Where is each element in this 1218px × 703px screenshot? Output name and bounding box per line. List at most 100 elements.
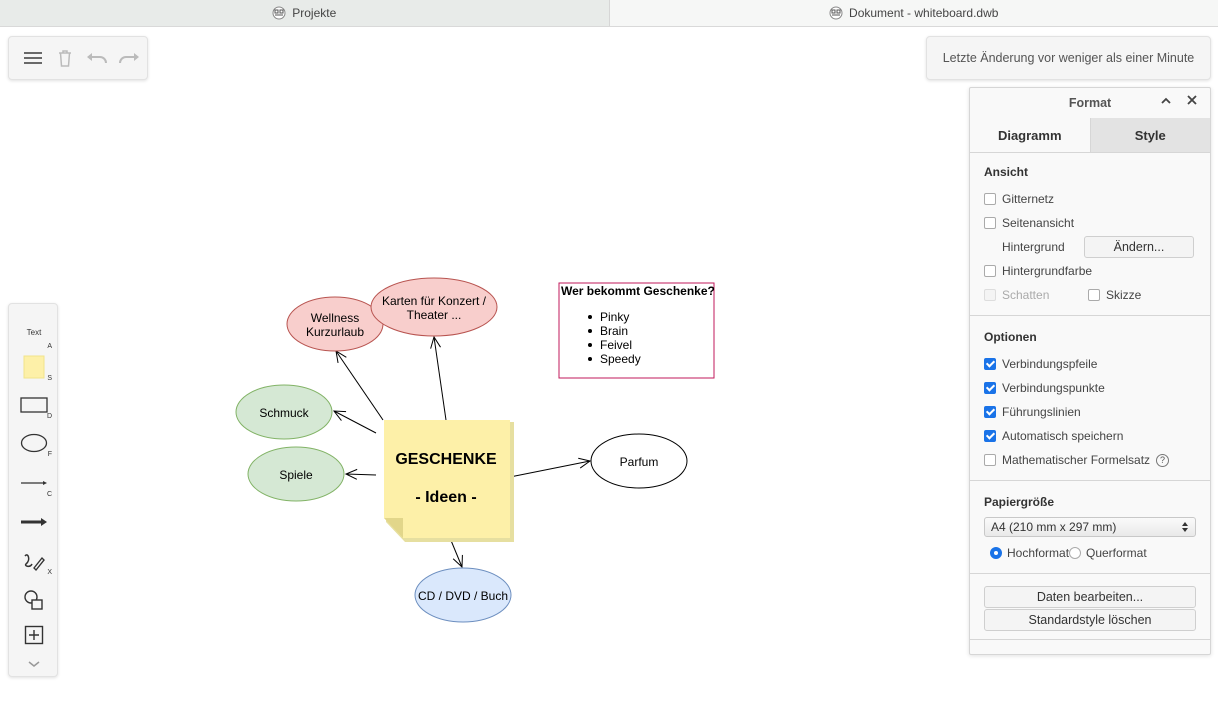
note-item: Brain: [600, 324, 628, 338]
daten-bearbeiten-button[interactable]: Daten bearbeiten...: [984, 586, 1196, 608]
tab-dokument-label: Dokument - whiteboard.dwb: [849, 6, 999, 20]
hintergrundfarbe-checkbox[interactable]: [984, 265, 996, 277]
shapes-icon: [24, 590, 43, 610]
delete-button[interactable]: [53, 46, 77, 70]
verbindungspunkte-checkbox[interactable]: [984, 382, 996, 394]
ellipse-cd-dvd-buch[interactable]: CD / DVD / Buch: [414, 567, 512, 623]
karten-label-line1: Karten für Konzert /: [382, 294, 487, 308]
orientation-options: Hochformat Querformat: [984, 541, 1196, 565]
tab-diagramm-label: Diagramm: [997, 127, 1062, 143]
karten-label-line2: Theater ...: [407, 308, 462, 322]
close-panel-button[interactable]: [1186, 94, 1198, 109]
menu-button[interactable]: [21, 46, 45, 70]
paper-size-value: A4 (210 mm x 297 mm): [991, 520, 1117, 534]
collapse-panel-button[interactable]: [1160, 94, 1172, 109]
format-panel: Format Diagramm Style Ansicht Gitternetz…: [969, 87, 1211, 655]
aendern-button-label: Ändern...: [1113, 240, 1165, 254]
text-box-empfaenger[interactable]: Wer bekommt Geschenke? Pinky Brain Feive…: [558, 282, 715, 379]
gitternetz-checkbox[interactable]: [984, 193, 996, 205]
save-status[interactable]: Letzte Änderung vor weniger als einer Mi…: [926, 36, 1211, 80]
automatisch-speichern-checkbox[interactable]: [984, 430, 996, 442]
section-papier-title: Papiergröße: [984, 495, 1055, 509]
seitenansicht-checkbox[interactable]: [984, 217, 996, 229]
thick-arrow-tool[interactable]: [9, 505, 59, 539]
plus-square-icon: [24, 625, 44, 645]
hintergrundfarbe-label: Hintergrundfarbe: [1002, 264, 1093, 278]
tab-projekte[interactable]: Projekte: [0, 0, 610, 26]
connector-cd[interactable]: [449, 537, 463, 569]
spiele-label: Spiele: [279, 468, 313, 482]
connector-wellness[interactable]: [335, 350, 384, 421]
ellipse-tool-key: F: [47, 451, 52, 458]
option-hintergrundfarbe[interactable]: Hintergrundfarbe: [984, 259, 1196, 283]
standardstyle-loeschen-label: Standardstyle löschen: [1028, 613, 1152, 627]
shapes-library-tool[interactable]: [9, 583, 59, 617]
gitternetz-label: Gitternetz: [1002, 192, 1055, 206]
skizze-checkbox[interactable]: [1088, 289, 1100, 301]
hintergrund-label: Hintergrund: [1002, 240, 1065, 254]
note-item: Speedy: [600, 352, 641, 366]
option-fuehrungslinien[interactable]: Führungslinien: [984, 400, 1196, 424]
connector-parfum[interactable]: [509, 457, 592, 478]
ellipse-wellness[interactable]: Wellness Kurzurlaub: [286, 296, 384, 352]
redo-button[interactable]: [117, 46, 141, 70]
trash-icon: [59, 50, 71, 67]
help-icon[interactable]: ?: [1156, 453, 1170, 467]
expand-toolbar-button[interactable]: [9, 647, 59, 681]
format-tabs: Diagramm Style: [970, 118, 1210, 153]
aendern-button[interactable]: Ändern...: [1084, 236, 1194, 258]
sticky-tool-key: S: [47, 375, 52, 382]
rectangle-tool[interactable]: D: [9, 388, 59, 422]
fuehrungslinien-label: Führungslinien: [1002, 405, 1081, 419]
seitenansicht-label: Seitenansicht: [1002, 216, 1075, 230]
standardstyle-loeschen-button[interactable]: Standardstyle löschen: [984, 609, 1196, 631]
ellipse-schmuck[interactable]: Schmuck: [235, 384, 333, 440]
connector-spiele[interactable]: [344, 468, 377, 480]
drawio-logo-icon: [829, 6, 843, 20]
tab-dokument[interactable]: Dokument - whiteboard.dwb: [609, 0, 1218, 26]
parfum-label: Parfum: [620, 455, 659, 469]
undo-button[interactable]: [85, 46, 109, 70]
connector-schmuck[interactable]: [332, 410, 377, 434]
daten-bearbeiten-label: Daten bearbeiten...: [1036, 590, 1144, 604]
text-tool[interactable]: Text A: [9, 318, 59, 352]
line-arrow-icon: [21, 481, 47, 485]
option-seitenansicht[interactable]: Seitenansicht: [984, 211, 1196, 235]
section-papiergroesse: Papiergröße A4 (210 mm x 297 mm) Hochfor…: [970, 481, 1210, 574]
section-ansicht-title: Ansicht: [984, 165, 1029, 179]
sticky-note-icon: [23, 355, 45, 379]
ellipse-karten[interactable]: Karten für Konzert / Theater ...: [370, 277, 498, 337]
option-verbindungspfeile[interactable]: Verbindungspfeile: [984, 352, 1196, 376]
option-verbindungspunkte[interactable]: Verbindungspunkte: [984, 376, 1196, 400]
ellipse-spiele[interactable]: Spiele: [247, 446, 345, 502]
ellipse-parfum[interactable]: Parfum: [590, 433, 688, 489]
section-optionen: Optionen Verbindungspfeile Verbindungspu…: [970, 316, 1210, 481]
verbindungspfeile-label: Verbindungspfeile: [1002, 357, 1098, 371]
tab-diagramm[interactable]: Diagramm: [970, 118, 1091, 152]
main-toolbar: [8, 36, 148, 80]
freehand-tool[interactable]: X: [9, 544, 59, 578]
line-tool[interactable]: C: [9, 466, 59, 500]
sticky-note-geschenke[interactable]: GESCHENKE - Ideen -: [384, 420, 514, 542]
option-automatisch-speichern[interactable]: Automatisch speichern: [984, 424, 1196, 448]
tab-style[interactable]: Style: [1090, 118, 1210, 152]
save-status-text: Letzte Änderung vor weniger als einer Mi…: [942, 51, 1195, 65]
fuehrungslinien-checkbox[interactable]: [984, 406, 996, 418]
sticky-note-tool[interactable]: S: [9, 350, 59, 384]
insert-tool[interactable]: [9, 618, 59, 652]
redo-icon: [119, 53, 139, 64]
option-gitternetz[interactable]: Gitternetz: [984, 187, 1196, 211]
verbindungspfeile-checkbox[interactable]: [984, 358, 996, 370]
freehand-pen-icon: [24, 554, 45, 572]
mathe-checkbox[interactable]: [984, 454, 996, 466]
option-mathe[interactable]: Mathematischer Formelsatz?: [984, 448, 1196, 472]
ellipse-tool[interactable]: F: [9, 426, 59, 460]
connector-karten[interactable]: [430, 335, 447, 421]
chevron-down-icon: [28, 661, 40, 667]
section-optionen-title: Optionen: [984, 330, 1037, 344]
format-panel-header: Format: [970, 88, 1210, 118]
querformat-radio[interactable]: [1069, 547, 1081, 559]
paper-size-select[interactable]: A4 (210 mm x 297 mm): [984, 517, 1196, 537]
hochformat-radio[interactable]: [990, 547, 1002, 559]
